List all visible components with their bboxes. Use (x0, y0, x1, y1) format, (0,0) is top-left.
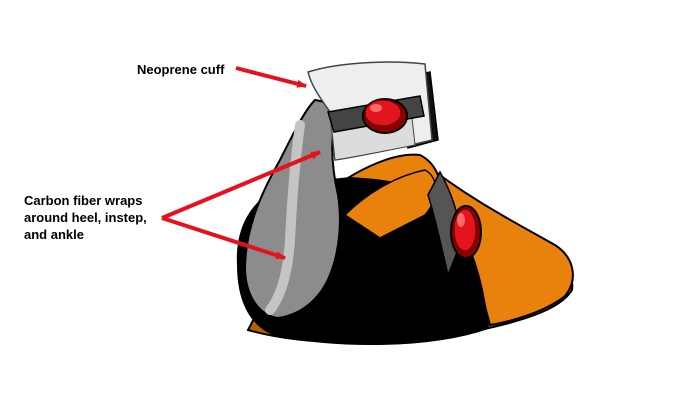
label-carbon-fiber: Carbon fiber wraps around heel, instep, … (24, 193, 147, 242)
instep-strap (427, 170, 463, 278)
arrow-cuff (235, 66, 307, 88)
arrow-heel (161, 216, 286, 260)
carbon-strap-highlight (265, 120, 305, 315)
label-neoprene-cuff: Neoprene cuff (137, 62, 225, 77)
shoe-inner-collar (343, 169, 437, 239)
ankle-dial-button (362, 98, 408, 134)
shoe-toe-box (419, 159, 574, 327)
arrow-ankle (161, 150, 321, 220)
instep-dial-button (450, 205, 482, 259)
